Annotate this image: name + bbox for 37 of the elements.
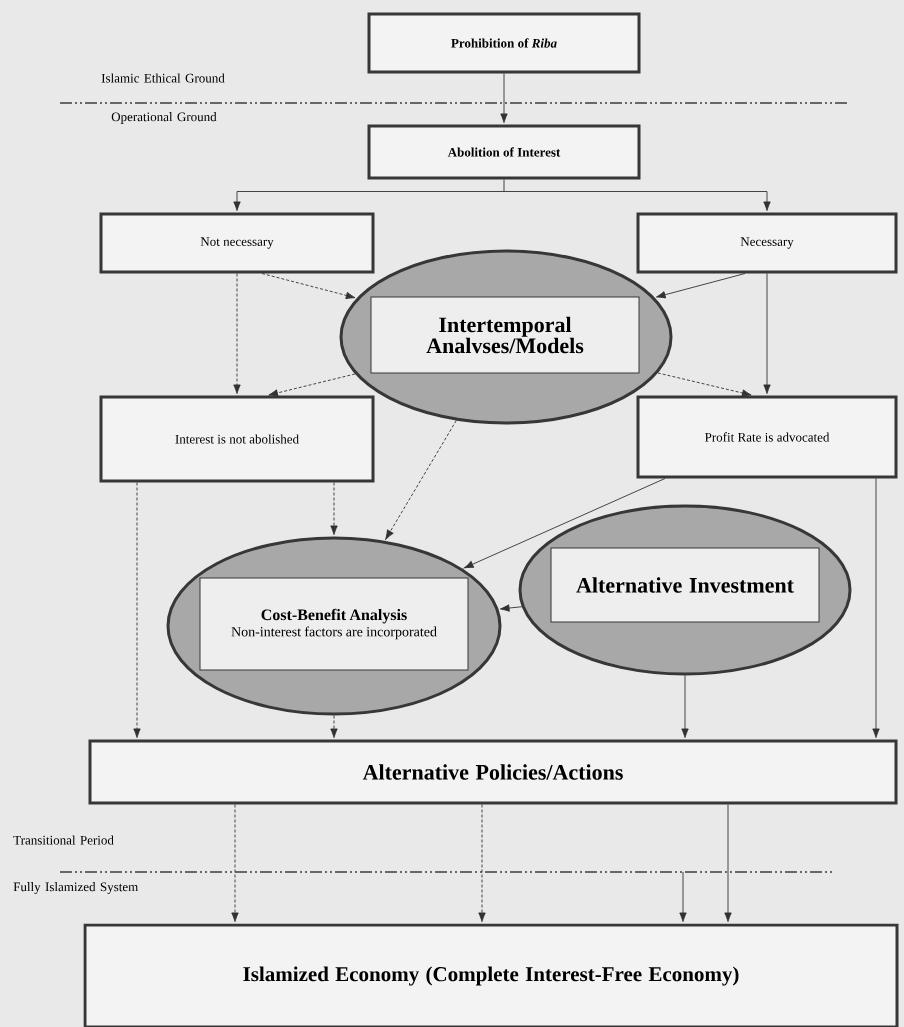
- arrow: [233, 273, 241, 395]
- arrow: [656, 273, 746, 299]
- arrow: [268, 373, 356, 397]
- region-label: Fully Islamized System: [13, 882, 139, 894]
- arrow: [478, 804, 486, 923]
- arrow: [872, 478, 880, 739]
- region-label: Transitional Period: [13, 835, 114, 845]
- arrow: [133, 482, 141, 739]
- process-box: Prohibition of Riba: [367, 12, 641, 74]
- process-box: Necessary: [636, 212, 898, 274]
- region-label: Operational Ground: [111, 112, 217, 124]
- process-box: Profit Rate is advocated: [636, 395, 898, 479]
- arrow: [503, 191, 771, 212]
- process-box: Interest is not abolished: [99, 395, 375, 483]
- ellipse-node: Alternative Investment: [518, 504, 852, 676]
- region-label: Islamic Ethical Ground: [101, 73, 225, 83]
- arrow: [681, 675, 689, 739]
- arrow: [500, 73, 508, 124]
- arrow: [463, 478, 666, 569]
- arrow: [330, 715, 338, 739]
- arrow: [261, 273, 356, 300]
- arrow: [679, 871, 687, 923]
- process-box: Abolition of Interest: [367, 124, 641, 180]
- ellipse-node: Intertemporal Analvses/Models: [339, 249, 673, 425]
- arrow: [657, 372, 752, 397]
- arrow: [330, 482, 338, 536]
- arrow: [233, 191, 505, 212]
- process-box: Islamized Economy (Complete Interest-Free Economy): [83, 923, 899, 1027]
- arrow: [385, 420, 457, 540]
- process-box: Not necessary: [99, 212, 375, 274]
- connector-line: [503, 179, 505, 192]
- arrow: [763, 273, 771, 395]
- process-box: Alternative Policies/Actions: [88, 739, 898, 805]
- arrow: [724, 804, 732, 923]
- arrow: [499, 604, 523, 612]
- arrow: [231, 804, 239, 923]
- ellipse-node: Cost-Benefit Analysis Non-interest factors are incorporated: [166, 536, 502, 716]
